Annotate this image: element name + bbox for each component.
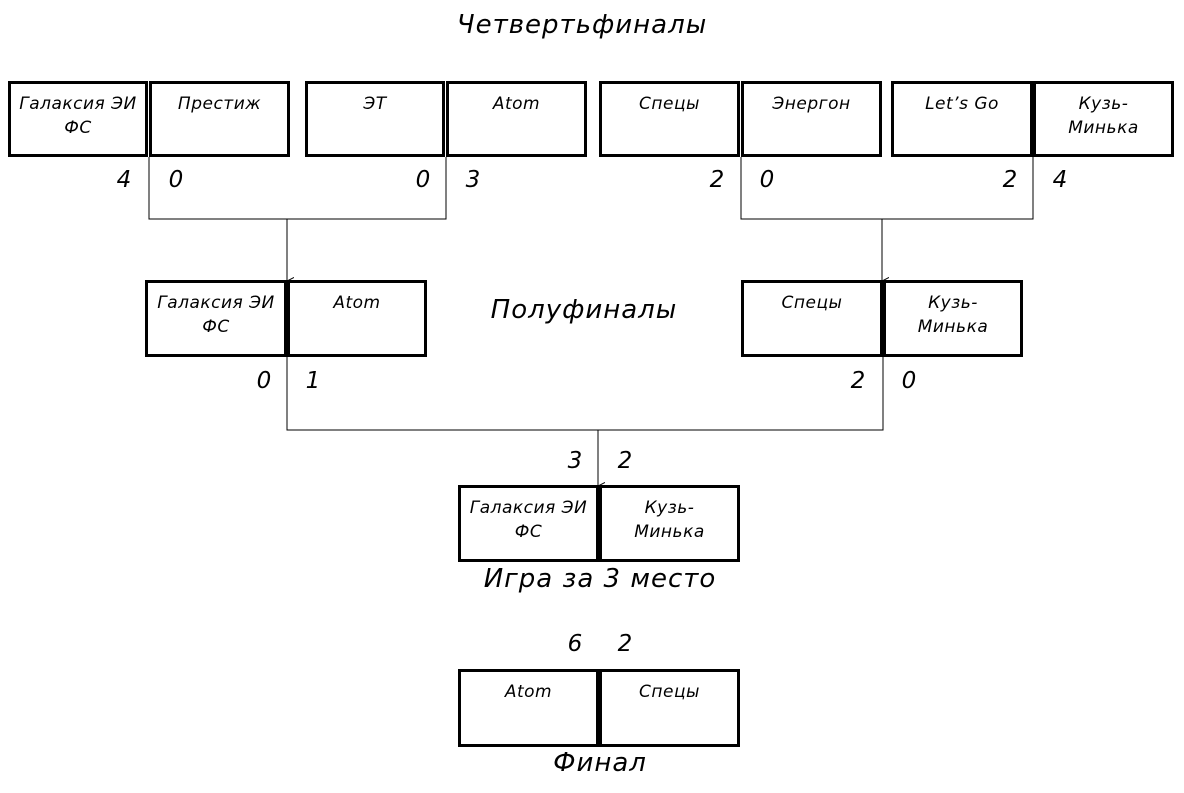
- qf1-team2-box: Престиж: [149, 81, 290, 157]
- connector-qf-right: [740, 157, 1034, 220]
- team-name: Спецы: [639, 682, 700, 702]
- team-name: Кузь- Минька: [1068, 94, 1139, 138]
- third-place-team1-score: 3: [567, 448, 583, 474]
- team-name: ЭТ: [363, 94, 387, 114]
- final-team1-score: 6: [567, 631, 583, 657]
- team-name: Кузь- Минька: [634, 498, 705, 542]
- qf1-team2-score: 0: [168, 167, 184, 193]
- team-name: Кузь- Минька: [917, 293, 989, 337]
- third-place-team1-box: Галаксия ЭИ ФС: [458, 485, 599, 562]
- qf1-team1-score: 4: [116, 167, 132, 193]
- team-name: Престиж: [177, 94, 262, 114]
- qf4-team2-box: Кузь- Минька: [1033, 81, 1174, 157]
- connector-qf-left: [148, 157, 447, 220]
- connector-sf: [286, 357, 884, 431]
- team-name: Энергон: [772, 94, 851, 114]
- sf2-team2-box: Кузь- Минька: [883, 280, 1023, 357]
- qf2-team2-score: 3: [465, 167, 481, 193]
- final-team1-box: Atom: [458, 669, 599, 747]
- qf2-team2-box: Atom: [446, 81, 587, 157]
- third-place-team2-box: Кузь- Минька: [599, 485, 740, 562]
- team-name: Atom: [504, 682, 553, 702]
- qf3-team2-score: 0: [759, 167, 775, 193]
- sf1-team1-score: 0: [256, 368, 272, 394]
- final-team2-box: Спецы: [599, 669, 740, 747]
- team-name: Спецы: [781, 293, 843, 313]
- heading-third-place: Игра за 3 место: [483, 564, 717, 594]
- sf1-team2-score: 1: [305, 368, 321, 394]
- qf3-team1-box: Спецы: [599, 81, 740, 157]
- heading-semifinals: Полуфиналы: [490, 295, 678, 325]
- sf1-team1-box: Галаксия ЭИ ФС: [145, 280, 287, 357]
- qf2-team1-box: ЭТ: [305, 81, 445, 157]
- sf2-team1-box: Спецы: [741, 280, 883, 357]
- team-name: Atom: [333, 293, 381, 313]
- team-name: Let’s Go: [925, 94, 999, 114]
- qf1-team1-box: Галаксия ЭИ ФС: [8, 81, 148, 157]
- qf3-team2-box: Энергон: [741, 81, 882, 157]
- sf2-team1-score: 2: [850, 368, 866, 394]
- heading-final: Финал: [553, 748, 647, 778]
- qf4-team2-score: 4: [1052, 167, 1068, 193]
- final-team2-score: 2: [617, 631, 633, 657]
- team-name: Галаксия ЭИ ФС: [469, 498, 588, 542]
- team-name: Atom: [492, 94, 541, 114]
- team-name: Спецы: [639, 94, 700, 114]
- qf3-team1-score: 2: [709, 167, 725, 193]
- qf2-team1-score: 0: [415, 167, 431, 193]
- team-name: Галаксия ЭИ ФС: [19, 94, 137, 138]
- sf2-team2-score: 0: [901, 368, 917, 394]
- sf1-team2-box: Atom: [287, 280, 427, 357]
- qf4-team1-score: 2: [1002, 167, 1018, 193]
- qf4-team1-box: Let’s Go: [891, 81, 1033, 157]
- team-name: Галаксия ЭИ ФС: [157, 293, 275, 337]
- third-place-team2-score: 2: [617, 448, 633, 474]
- heading-quarterfinals: Четвертьфиналы: [456, 10, 708, 40]
